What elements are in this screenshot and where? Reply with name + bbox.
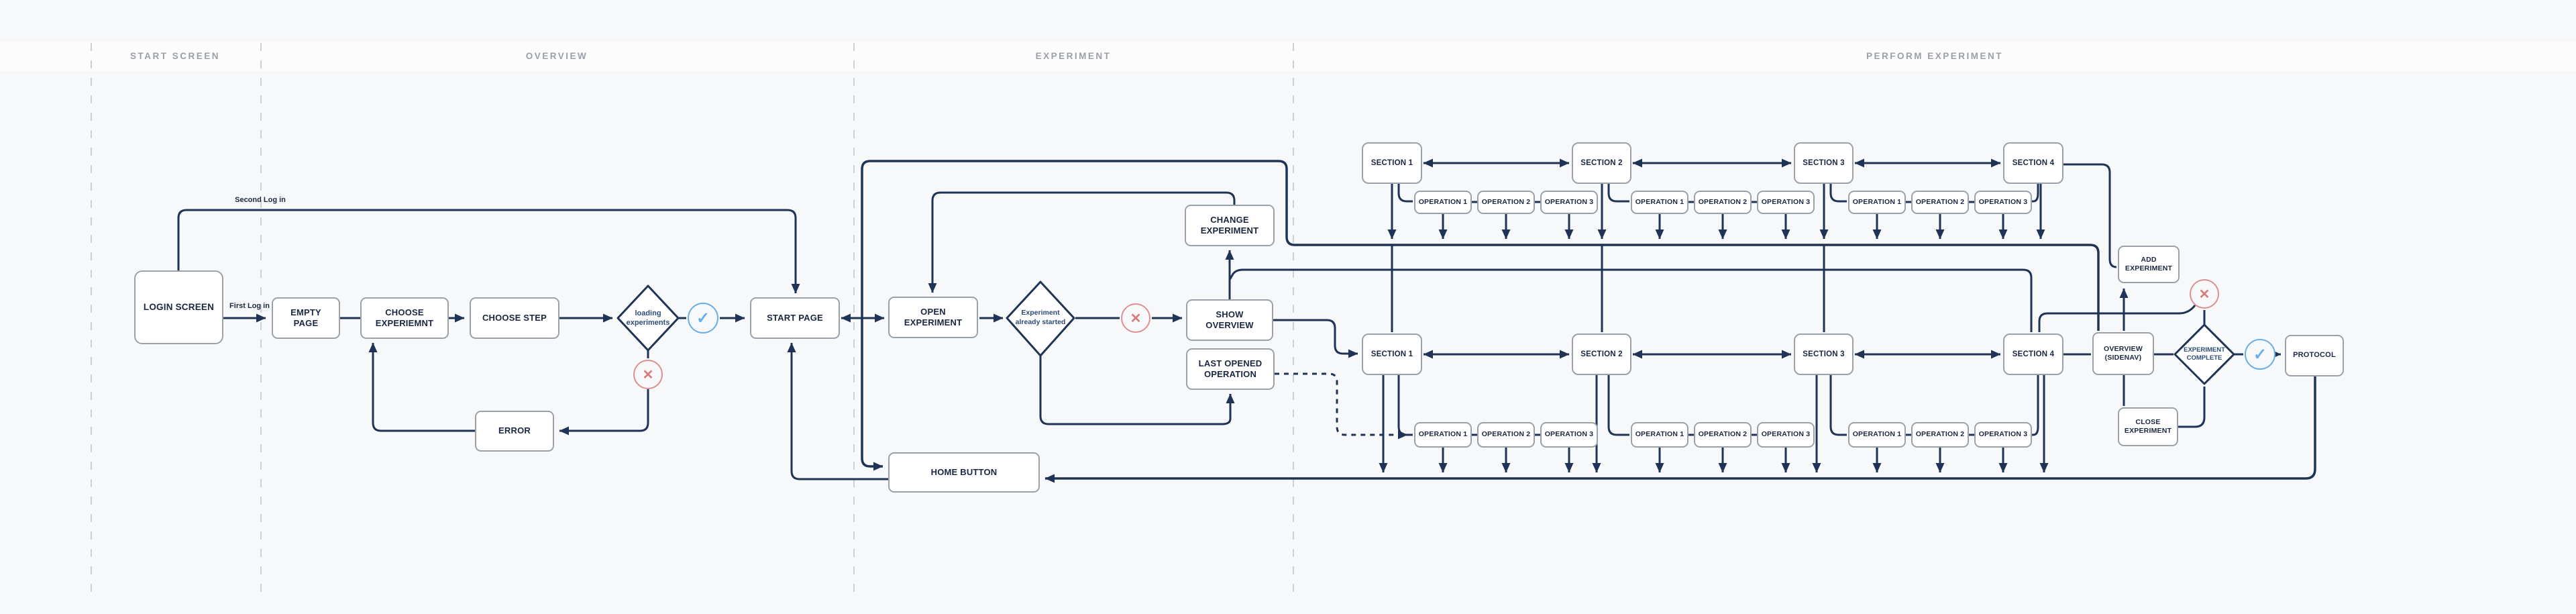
node-show-overview[interactable]: SHOW OVERVIEW [1186,299,1273,341]
node-bottom-op-3-1[interactable]: OPERATION 1 [1848,422,1906,448]
edge-sec2t-op1 [1607,184,1629,203]
node-top-op-2-2[interactable]: OPERATION 2 [1694,191,1752,214]
lane-label-experiment: EXPERIMENT [1035,51,1112,61]
edge-topcollector-overview [1295,244,2100,331]
edge-label-first-login: First Log in [229,302,270,310]
edge-sec2b-op1 [1607,375,1629,436]
cross-icon[interactable]: ✕ [633,360,663,389]
node-open-experiment[interactable]: OPEN EXPERIMENT [888,297,978,338]
edge-started-lastopened [1039,356,1235,425]
lane-label-overview: OVERVIEW [525,51,588,61]
node-bottom-section-4[interactable]: SECTION 4 [2003,334,2063,375]
node-bottom-op-1-2[interactable]: OPERATION 2 [1477,422,1535,448]
node-choose-experiemnt[interactable]: CHOOSE EXPERIEMNT [360,297,449,339]
diamond-experiment-already-started[interactable] [1006,280,1075,357]
node-close-experiment[interactable]: CLOSE EXPERIMENT [2118,407,2178,446]
node-bottom-op-3-3[interactable]: OPERATION 3 [1974,422,2032,448]
node-bottom-op-2-2[interactable]: OPERATION 2 [1694,422,1752,448]
node-bottom-op-1-3[interactable]: OPERATION 3 [1540,422,1598,448]
check-icon[interactable]: ✓ [2245,339,2275,370]
node-top-section-3[interactable]: SECTION 3 [1794,142,1854,184]
lane-header-band [0,42,2576,71]
edge-closeexp-complete [2178,387,2206,428]
node-top-op-1-3[interactable]: OPERATION 3 [1540,191,1598,214]
edge-lastopened-operation [1275,372,1408,440]
edge-section4-addexp [2063,163,2117,268]
lane-divider-1 [91,43,92,594]
edge-second-login [177,209,800,294]
edge-protocol-bottomcollector-home [1044,376,2316,483]
edge-cross-section4 [2038,305,2196,332]
node-top-op-1-1[interactable]: OPERATION 1 [1414,191,1472,214]
edge-sec1t-op1 [1397,184,1413,203]
node-change-experiment[interactable]: CHANGE EXPERIMENT [1185,205,1275,246]
edge-home-startpage [787,342,888,480]
check-icon[interactable]: ✓ [688,303,718,334]
cross-icon[interactable]: ✕ [1121,303,1150,333]
node-bottom-op-1-1[interactable]: OPERATION 1 [1414,422,1472,448]
node-top-section-4[interactable]: SECTION 4 [2003,142,2063,184]
lane-label-perform-experiment: PERFORM EXPERIMENT [1866,51,2004,61]
edge-sec4b-op3 [2032,375,2039,436]
edge-sec3b-op1 [1829,375,1847,436]
node-bottom-op-2-1[interactable]: OPERATION 1 [1631,422,1688,448]
node-top-op-3-2[interactable]: OPERATION 2 [1911,191,1969,214]
node-bottom-section-2[interactable]: SECTION 2 [1572,334,1631,375]
node-top-op-2-3[interactable]: OPERATION 3 [1757,191,1815,214]
node-error[interactable]: ERROR [475,411,554,452]
node-overview-sidenav[interactable]: OVERVIEW (SIDENAV) [2092,332,2154,375]
node-bottom-section-3[interactable]: SECTION 3 [1794,334,1854,375]
edge-cross-error [559,389,649,436]
diamond-label-experiment-already-started: Experiment already started [1015,309,1066,326]
diamond-experiment-complete[interactable] [2174,323,2235,385]
edge-label-second-login: Second Log in [235,196,286,204]
node-home-button[interactable]: HOME BUTTON [888,452,1040,493]
node-last-opened-operation[interactable]: LAST OPENED OPERATION [1186,348,1275,390]
node-top-op-1-2[interactable]: OPERATION 2 [1477,191,1535,214]
node-login-screen[interactable]: LOGIN SCREEN [134,270,223,344]
node-top-op-2-1[interactable]: OPERATION 1 [1631,191,1688,214]
node-top-op-3-3[interactable]: OPERATION 3 [1974,191,2032,214]
edge-sec4t-op3 [2032,184,2039,203]
edge-showoverview-sec1 [1273,319,1358,358]
cross-icon[interactable]: ✕ [2190,279,2219,309]
node-protocol[interactable]: PROTOCOL [2285,335,2344,376]
node-start-page[interactable]: START PAGE [750,297,840,339]
diamond-loading-experiments[interactable] [616,285,680,352]
lane-label-start-screen: START SCREEN [129,51,221,61]
node-choose-step[interactable]: CHOOSE STEP [470,297,559,339]
edge-section4-changeexp [1228,268,2033,332]
edge-topcollector-home [861,160,1295,471]
diamond-label-experiment-complete: EXPERIMENT COMPLETE [2184,346,2225,362]
node-bottom-op-3-2[interactable]: OPERATION 2 [1911,422,1969,448]
node-top-op-3-1[interactable]: OPERATION 1 [1848,191,1906,214]
node-bottom-section-1[interactable]: SECTION 1 [1362,334,1422,375]
node-top-section-2[interactable]: SECTION 2 [1572,142,1631,184]
node-add-experiment[interactable]: ADD EXPERIMENT [2118,246,2180,283]
node-bottom-op-2-3[interactable]: OPERATION 3 [1757,422,1815,448]
edge-error-chooseexp [368,342,475,432]
edge-sec3t-op1 [1829,184,1847,203]
lane-divider-4 [1293,43,1294,594]
edge-sec1b-op1 [1397,375,1413,436]
diamond-label-loading-experiments: loading experiments [626,309,670,327]
node-top-section-1[interactable]: SECTION 1 [1362,142,1422,184]
node-empty-page[interactable]: EMPTY PAGE [272,297,340,339]
edge-changeexp-openexp [928,191,1236,293]
